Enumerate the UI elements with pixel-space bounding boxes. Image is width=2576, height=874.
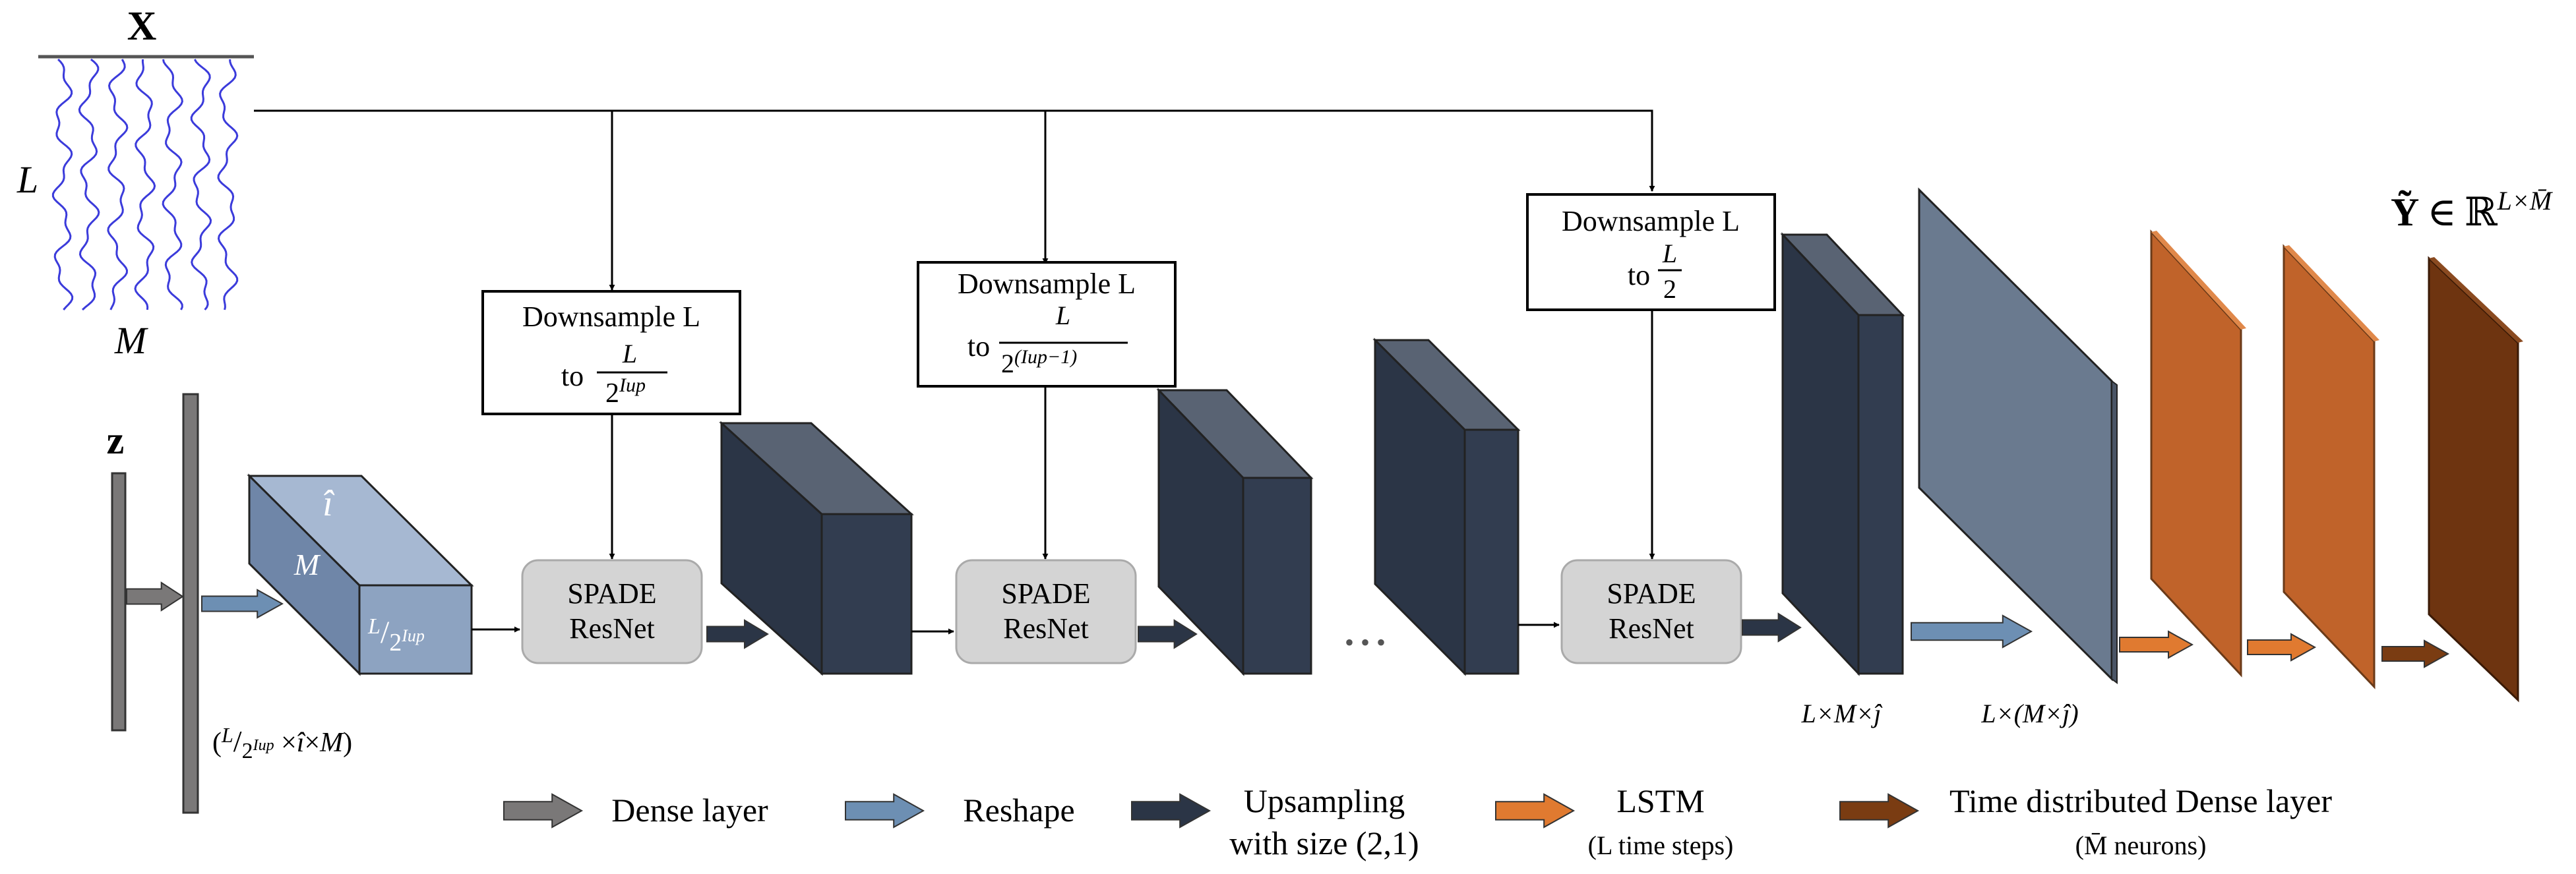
legend-sub-4: (M̄ neurons) (2075, 830, 2207, 860)
lstm-plane-2 (2283, 244, 2379, 689)
legend-label-0: Dense layer (611, 792, 768, 829)
block-l-label: L/2Iup (367, 614, 425, 656)
input-signal: X L M (16, 4, 254, 362)
first-block: î M L/2Iup (247, 473, 474, 676)
noise-input: z (107, 393, 199, 814)
svg-text:L: L (1662, 239, 1677, 268)
reshape-arrow (201, 589, 284, 619)
downsample-box-3: Downsample L to L 2 (1526, 193, 1776, 311)
svg-text:SPADE: SPADE (567, 577, 656, 610)
legend-arrow-2 (1131, 793, 1211, 829)
feature-block-2 (1156, 388, 1314, 676)
feature-block-1 (719, 421, 914, 676)
lstm-plane-1 (2150, 229, 2246, 678)
wave-line (134, 59, 156, 310)
reshaped-plane (1918, 187, 2118, 684)
wave-line (190, 59, 212, 310)
wave-line (51, 58, 74, 310)
legend-sub-2: with size (2,1) (1229, 825, 1419, 861)
lstm-arrow-2 (2247, 633, 2317, 662)
conditioning-lines (254, 109, 1655, 560)
legend-sub-3: (L time steps) (1588, 830, 1734, 860)
svg-text:ResNet: ResNet (1609, 612, 1694, 645)
hat-i-label: î (322, 483, 335, 524)
m-label: M (114, 319, 148, 362)
upsample-arrow-2 (1138, 619, 1198, 649)
tdd-plane (2428, 256, 2523, 703)
feature-block-3 (1372, 337, 1521, 676)
lstm-arrow-1 (2119, 630, 2194, 659)
upsample-arrow-1 (706, 619, 769, 649)
tdd-arrow (2381, 639, 2450, 668)
legend-label-4: Time distributed Dense layer (1949, 782, 2332, 819)
svg-text:SPADE: SPADE (1001, 577, 1090, 610)
downsample-box-1: Downsample L to L 2Iup (481, 290, 741, 415)
svg-text:SPADE: SPADE (1607, 577, 1696, 610)
legend-label-3: LSTM (1616, 782, 1704, 819)
legend-arrow-1 (845, 793, 925, 829)
svg-text:to: to (967, 330, 990, 363)
svg-text:2Iup: 2Iup (605, 374, 646, 409)
spade-resnet-3: SPADE ResNet (1560, 559, 1742, 664)
upsample-arrow-3 (1742, 612, 1802, 643)
z-label: z (107, 419, 125, 462)
svg-text:to: to (1628, 259, 1650, 291)
svg-text:L: L (1055, 301, 1070, 330)
shape-label-lmj: L×M×ĵ (1801, 699, 1884, 728)
spade-resnet-1: SPADE ResNet (521, 559, 703, 664)
dense-output-vector (182, 393, 199, 814)
wave-line (162, 59, 183, 310)
svg-text:L: L (622, 339, 637, 368)
downsample-box-2: Downsample L L to 2(Iup−1) (917, 261, 1177, 388)
x-label: X (127, 4, 157, 49)
ellipsis: • • • (1345, 627, 1386, 657)
svg-text:2: 2 (1663, 274, 1676, 304)
l-label: L (16, 158, 38, 201)
wave-line (107, 59, 129, 310)
thin-arrows (472, 622, 1560, 635)
block-m-label: M (293, 548, 321, 581)
output-label: Ỹ∈ℝL×M̄ (2391, 186, 2554, 234)
block-arrows (126, 581, 2450, 668)
first-shape-label: (L/2Iup ×î×M) (212, 723, 352, 763)
spade-resnet-2: SPADE ResNet (955, 559, 1137, 664)
feature-block-4 (1780, 232, 1905, 676)
wave-line (78, 58, 100, 311)
svg-text:Downsample L: Downsample L (958, 268, 1136, 300)
wave-line (217, 59, 239, 310)
svg-text:to: to (561, 360, 584, 392)
legend-arrow-0 (503, 793, 584, 829)
legend-arrow-4 (1839, 793, 1920, 829)
svg-text:ResNet: ResNet (1003, 612, 1089, 645)
dense-arrow (126, 581, 184, 612)
legend-label-2: Upsampling (1244, 782, 1405, 819)
z-vector (111, 472, 127, 732)
shape-label-lmj2: L×(M×ĵ) (1980, 699, 2078, 728)
svg-text:Downsample L: Downsample L (522, 301, 700, 333)
main-conditioning-line (254, 109, 1655, 192)
svg-text:ResNet: ResNet (569, 612, 655, 645)
reshape-arrow-2 (1911, 614, 2033, 649)
legend-arrow-3 (1495, 793, 1576, 829)
legend: Dense layer Reshape Upsampling with size (2… (503, 782, 2332, 861)
svg-text:2(Iup−1): 2(Iup−1) (1001, 346, 1077, 378)
input-waves (51, 58, 239, 311)
svg-text:Downsample L: Downsample L (1562, 205, 1740, 237)
legend-label-1: Reshape (963, 792, 1074, 829)
